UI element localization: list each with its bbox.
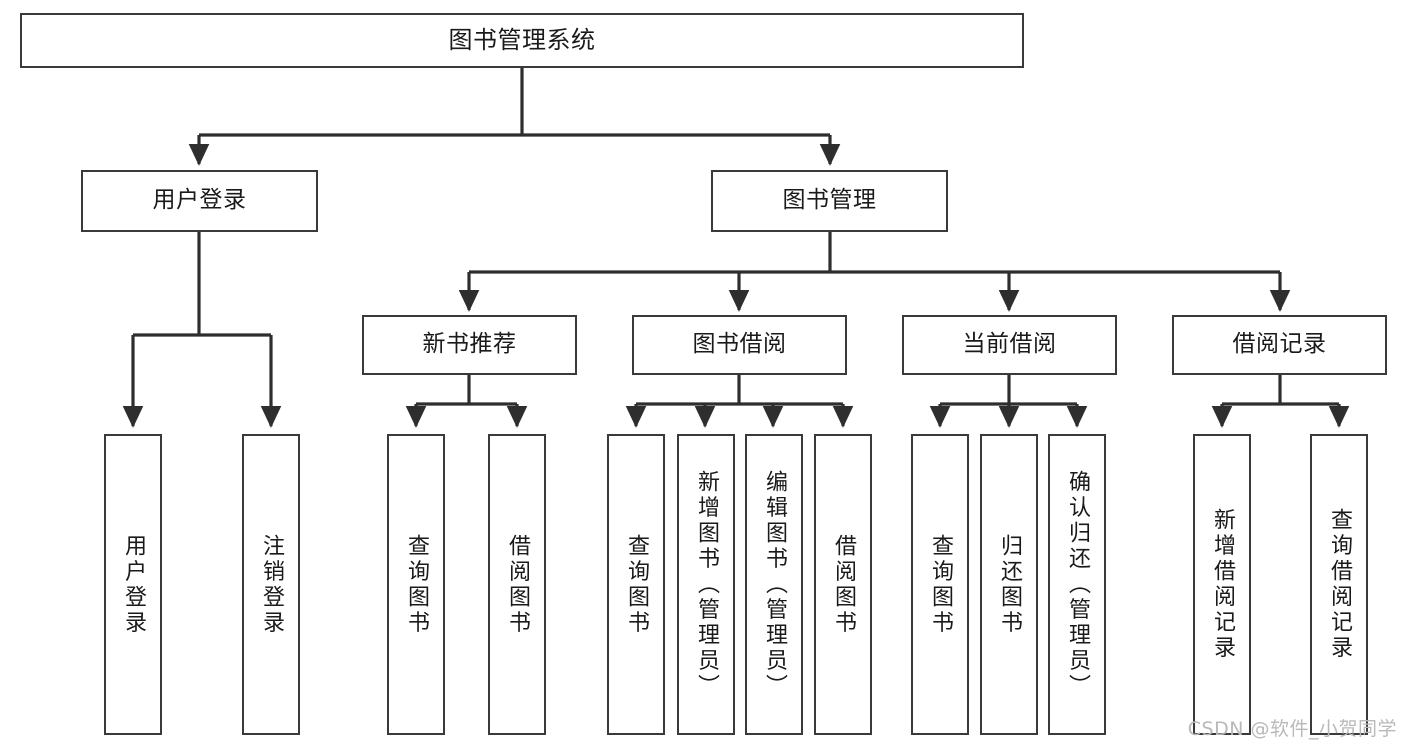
node-label: 注销登录 — [259, 533, 284, 636]
node-label: 图书借阅 — [692, 331, 787, 358]
node-leaf-return-book[interactable]: 归还图书 — [980, 434, 1038, 735]
node-new-book-recommendation[interactable]: 新书推荐 — [362, 315, 577, 375]
node-leaf-user-login[interactable]: 用户登录 — [104, 434, 162, 735]
node-label: 图书管理系统 — [448, 26, 596, 55]
node-label: 新增图书（管理员） — [694, 469, 719, 700]
node-label: 借阅记录 — [1232, 331, 1327, 358]
node-label: 查询图书 — [624, 533, 649, 636]
node-root-book-management-system[interactable]: 图书管理系统 — [20, 13, 1024, 68]
node-label: 借阅图书 — [505, 533, 530, 636]
node-leaf-query-borrow-record[interactable]: 查询借阅记录 — [1310, 434, 1368, 735]
node-label: 查询借阅记录 — [1327, 508, 1352, 661]
watermark-csdn: CSDN @软件_小贺同学 — [1187, 718, 1397, 740]
node-label: 当前借阅 — [962, 331, 1057, 358]
node-label: 确认归还（管理员） — [1065, 469, 1090, 700]
node-leaf-query-book-newbook[interactable]: 查询图书 — [387, 434, 445, 735]
node-label: 查询图书 — [404, 533, 429, 636]
node-label: 借阅图书 — [831, 533, 856, 636]
node-label: 用户登录 — [152, 187, 247, 214]
node-leaf-query-book-borrow[interactable]: 查询图书 — [607, 434, 665, 735]
node-leaf-borrow-book[interactable]: 借阅图书 — [814, 434, 872, 735]
node-label: 编辑图书（管理员） — [762, 469, 787, 700]
node-label: 查询图书 — [928, 533, 953, 636]
node-leaf-query-book-current[interactable]: 查询图书 — [911, 434, 969, 735]
node-label: 用户登录 — [121, 533, 146, 636]
node-label: 归还图书 — [997, 533, 1022, 636]
node-book-borrowing[interactable]: 图书借阅 — [632, 315, 847, 375]
node-leaf-add-book-admin[interactable]: 新增图书（管理员） — [677, 434, 735, 735]
node-borrowing-record[interactable]: 借阅记录 — [1172, 315, 1387, 375]
node-leaf-confirm-return-admin[interactable]: 确认归还（管理员） — [1048, 434, 1106, 735]
node-current-borrowing[interactable]: 当前借阅 — [902, 315, 1117, 375]
node-book-management[interactable]: 图书管理 — [711, 170, 948, 232]
node-leaf-add-borrow-record[interactable]: 新增借阅记录 — [1193, 434, 1251, 735]
node-leaf-borrow-book-newbook[interactable]: 借阅图书 — [488, 434, 546, 735]
node-label: 图书管理 — [782, 187, 877, 214]
node-user-login[interactable]: 用户登录 — [81, 170, 318, 232]
node-label: 新书推荐 — [422, 331, 517, 358]
node-leaf-logout[interactable]: 注销登录 — [242, 434, 300, 735]
node-leaf-edit-book-admin[interactable]: 编辑图书（管理员） — [745, 434, 803, 735]
node-label: 新增借阅记录 — [1210, 508, 1235, 661]
